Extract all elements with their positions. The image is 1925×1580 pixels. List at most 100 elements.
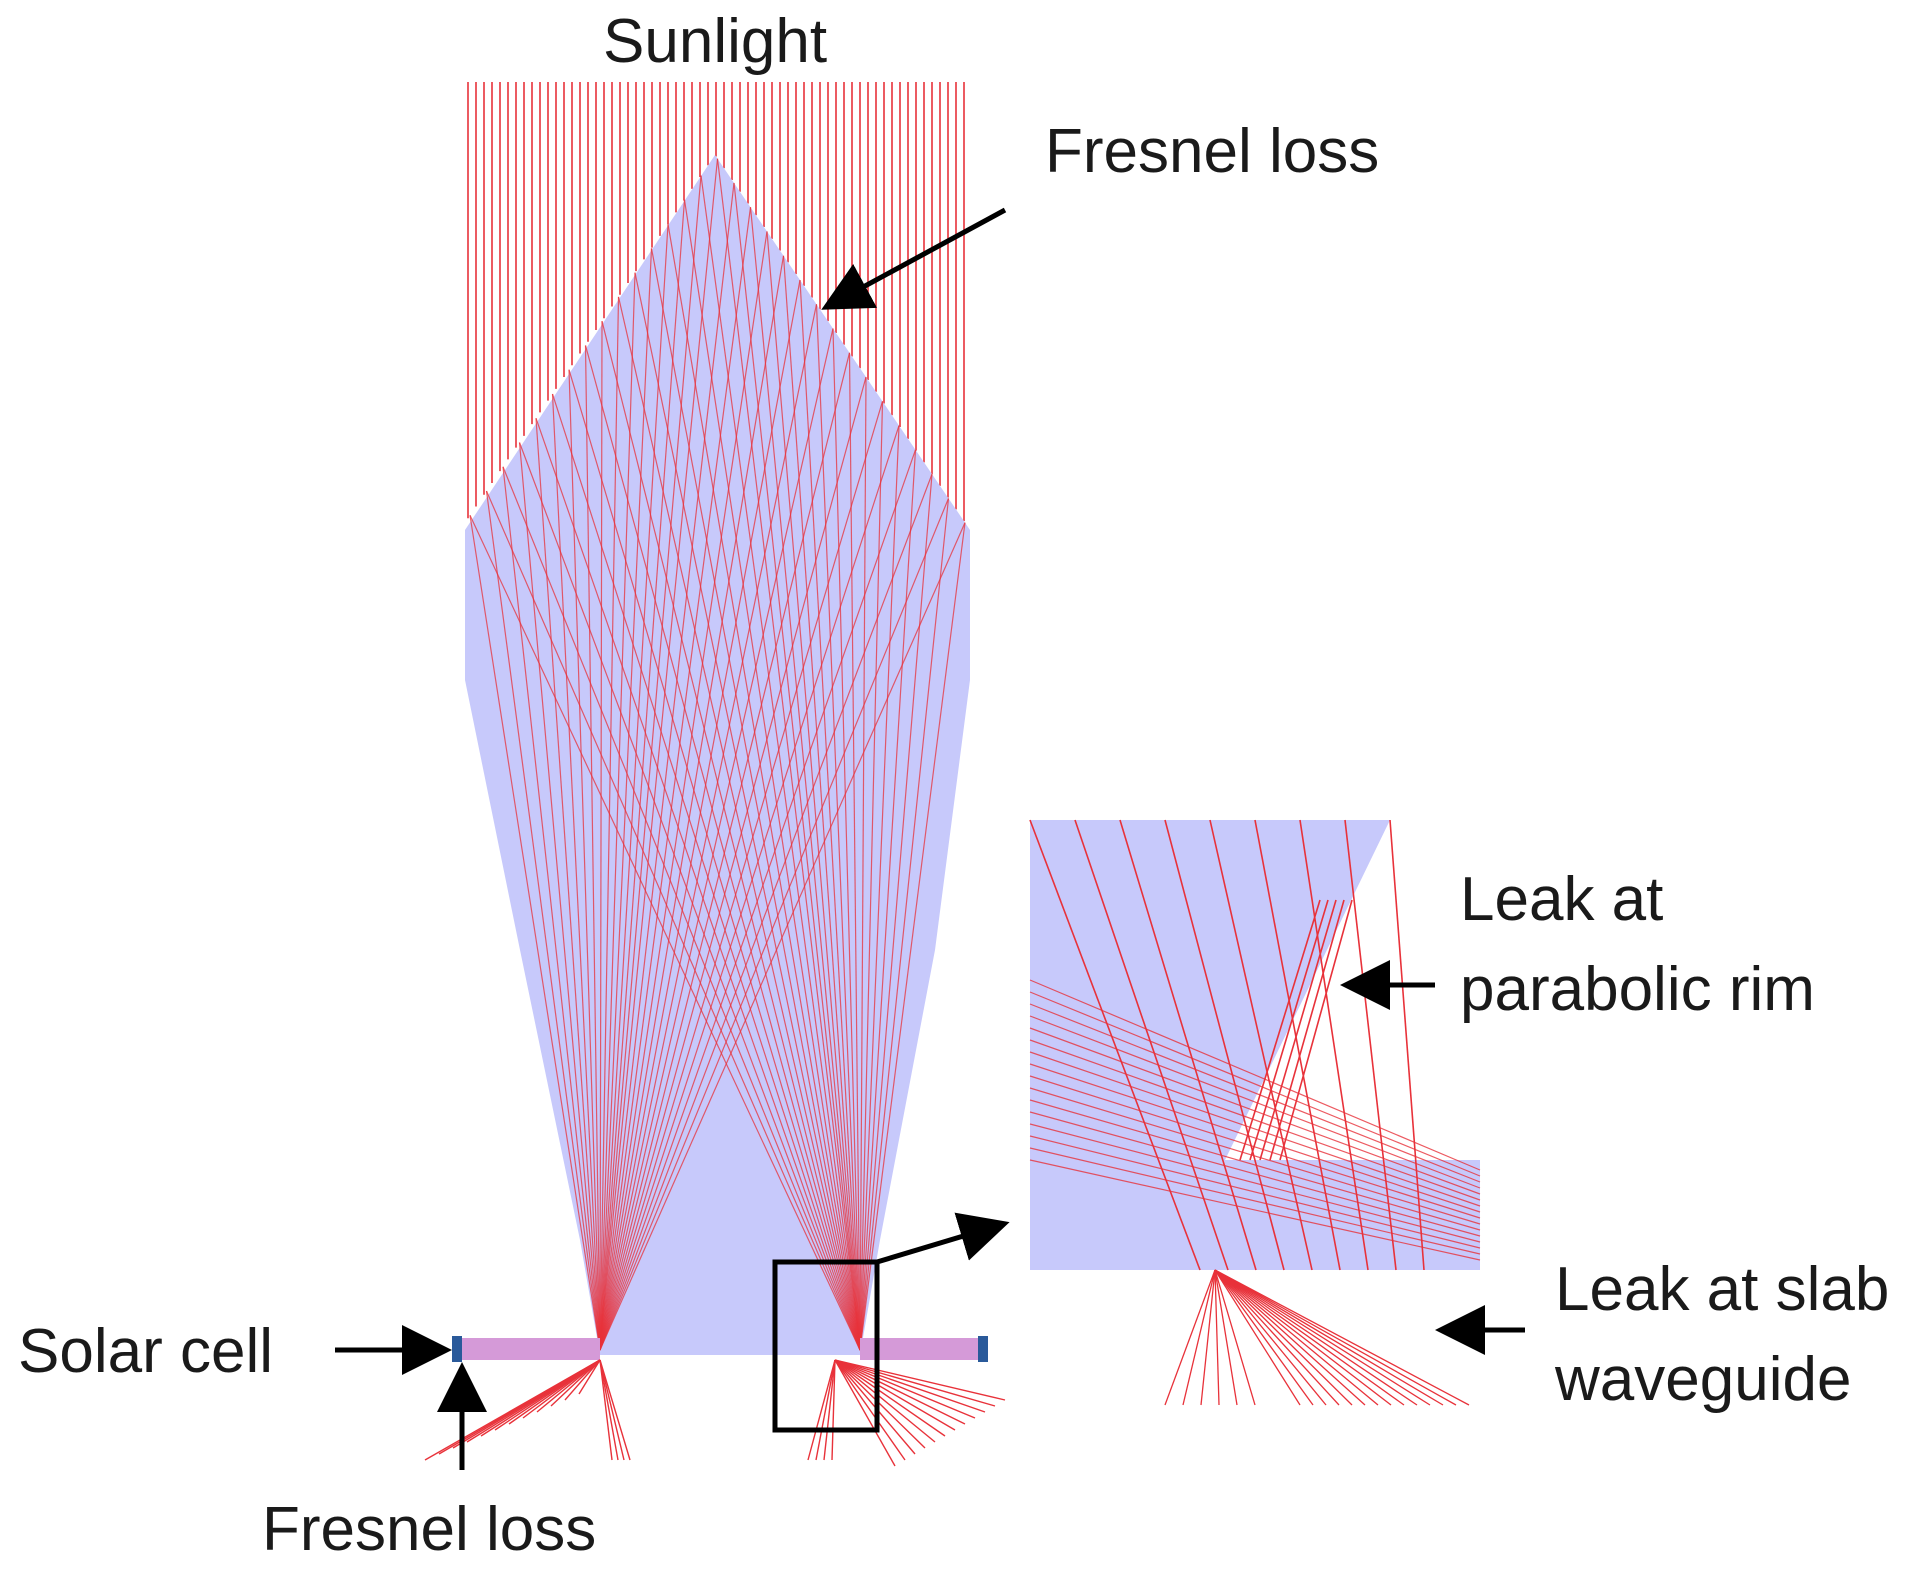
inset-ray xyxy=(1164,1269,1216,1406)
leak-ray xyxy=(599,1359,631,1461)
inset-ray xyxy=(1254,819,1341,1271)
solar-cell-label: Solar cell xyxy=(18,1317,273,1386)
internal-ray xyxy=(599,207,752,1351)
internal-ray xyxy=(599,321,603,1351)
leak-ray xyxy=(564,1359,601,1401)
inset-ray xyxy=(1214,1269,1405,1406)
arrow-fresnel-top xyxy=(821,207,1007,310)
internal-ray xyxy=(599,175,702,1351)
inset-ray xyxy=(1214,1269,1392,1406)
internal-ray xyxy=(766,231,861,1351)
inset-ray xyxy=(1029,1087,1481,1225)
inset-ray xyxy=(1029,1051,1481,1207)
inset-ray xyxy=(1214,1269,1220,1406)
inset-ray xyxy=(1389,819,1425,1271)
inset-ray xyxy=(1239,899,1321,1161)
leak-ray xyxy=(522,1359,601,1419)
inset-ray xyxy=(1214,1269,1444,1406)
leak-ray xyxy=(599,1359,613,1461)
leak-ray xyxy=(831,1359,836,1461)
leak-ray xyxy=(834,1359,966,1425)
leak-ray xyxy=(834,1359,956,1431)
inset-ray xyxy=(1029,1063,1481,1213)
inset-ray xyxy=(1182,1269,1216,1406)
leak-ray xyxy=(536,1359,601,1413)
leak-ray xyxy=(815,1359,836,1461)
internal-ray xyxy=(599,449,917,1351)
inset-ray xyxy=(1214,1269,1256,1406)
internal-ray xyxy=(599,425,900,1351)
internal-ray xyxy=(599,304,818,1351)
leak-ray xyxy=(834,1359,986,1413)
inset-ray xyxy=(1299,819,1369,1271)
internal-ray xyxy=(551,393,601,1351)
inset-ray xyxy=(1279,899,1353,1161)
leak-ray xyxy=(599,1359,619,1461)
internal-ray xyxy=(568,369,861,1351)
inset-ray xyxy=(1214,1269,1301,1406)
inset-ray xyxy=(1214,1269,1353,1406)
inset-ray xyxy=(1029,991,1481,1177)
internal-ray xyxy=(601,321,861,1351)
inset-ray xyxy=(1214,1269,1470,1406)
inset-ray xyxy=(1029,1147,1481,1255)
internal-ray xyxy=(599,296,620,1351)
leak-ray xyxy=(578,1359,601,1395)
sunlight-label: Sunlight xyxy=(603,7,827,76)
inset-ray xyxy=(1214,1269,1340,1406)
internal-ray xyxy=(469,515,861,1351)
solar-cell-left xyxy=(452,1336,462,1362)
internal-ray xyxy=(599,199,686,1351)
internal-ray xyxy=(799,279,861,1351)
slab-waveguide-right xyxy=(860,1338,980,1360)
inset-ray xyxy=(1200,1269,1216,1406)
internal-ray xyxy=(502,466,601,1351)
internal-ray xyxy=(599,352,851,1351)
internal-ray xyxy=(599,376,867,1351)
inset-ray xyxy=(1214,1269,1327,1406)
inset-ray xyxy=(1164,819,1285,1271)
internal-ray xyxy=(859,377,867,1351)
internal-ray xyxy=(535,418,861,1351)
internal-ray xyxy=(815,304,861,1351)
inset-ray xyxy=(1259,899,1337,1161)
leak-ray xyxy=(834,1359,946,1437)
inset-ray xyxy=(1029,1075,1481,1219)
internal-ray xyxy=(599,473,933,1351)
internal-ray xyxy=(584,345,601,1351)
internal-ray xyxy=(650,248,861,1351)
internal-ray xyxy=(599,224,669,1351)
inset-ray xyxy=(1214,1269,1379,1406)
internal-ray xyxy=(584,345,861,1351)
internal-ray xyxy=(535,418,601,1351)
inset-ray xyxy=(1269,899,1345,1161)
leak-rays xyxy=(424,1359,1006,1467)
internal-ray xyxy=(859,401,884,1351)
inset-ray xyxy=(1029,1015,1481,1189)
internal-ray xyxy=(599,158,719,1351)
leak-ray xyxy=(550,1359,601,1407)
internal-ray xyxy=(599,279,801,1351)
inset-ray xyxy=(1214,1269,1431,1406)
internal-ray xyxy=(617,296,861,1351)
arrow-zoom xyxy=(876,1212,1010,1265)
leak-ray xyxy=(834,1359,996,1407)
internal-ray xyxy=(749,207,861,1351)
internal-ray xyxy=(551,393,861,1351)
leak-ray xyxy=(807,1359,836,1461)
inset-ray xyxy=(1029,1111,1481,1237)
leak-ray xyxy=(834,1359,936,1443)
inset-ray xyxy=(1214,1269,1418,1406)
inset-ray xyxy=(1029,1003,1481,1183)
inset-rays xyxy=(1029,819,1481,1406)
inset-ray xyxy=(1029,1135,1481,1249)
inset-ray xyxy=(1119,819,1257,1271)
leak-slab-label-line2: waveguide xyxy=(1554,1345,1851,1414)
leak-slab-label-line1: Leak at slab xyxy=(1555,1255,1889,1324)
internal-ray xyxy=(599,272,636,1351)
fresnel-loss-bottom-label: Fresnel loss xyxy=(262,1495,596,1564)
internal-ray xyxy=(599,231,768,1351)
inset-ray xyxy=(1029,1099,1481,1231)
inset-ray xyxy=(1074,819,1229,1271)
inset-ray xyxy=(1214,1269,1457,1406)
